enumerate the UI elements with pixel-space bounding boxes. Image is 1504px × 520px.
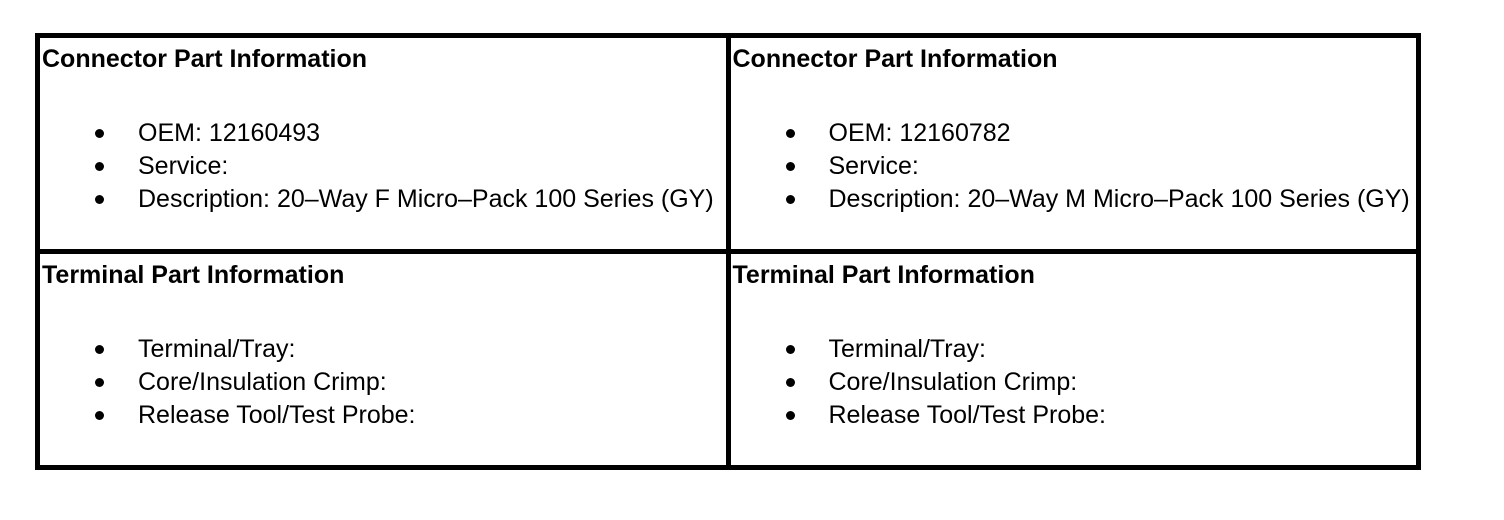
bullet-icon (95, 195, 104, 204)
cell-terminal-part-info-right: Terminal Part Information Terminal/Tray:… (725, 249, 1421, 470)
list-item-text: Core/Insulation Crimp: (828, 368, 1078, 396)
list-item-terminal-tray: Terminal/Tray: (42, 333, 723, 366)
bullet-icon (785, 345, 795, 354)
bullet-list: OEM: 12160782 Service: Description: 20–W… (733, 117, 1414, 216)
list-item-text: Service: (828, 152, 919, 180)
list-item-description: Description: 20–Way F Micro–Pack 100 Ser… (42, 183, 723, 216)
bullet-icon (95, 129, 104, 138)
bullet-icon (785, 378, 795, 387)
bullet-icon (785, 129, 795, 138)
table-row-connector: Connector Part Information OEM: 12160493… (35, 33, 1421, 254)
list-item-core-insulation-crimp: Core/Insulation Crimp: (42, 366, 723, 399)
cell-heading: Connector Part Information (732, 45, 1058, 73)
bullet-icon (785, 411, 795, 420)
bullet-list: Terminal/Tray: Core/Insulation Crimp: Re… (42, 333, 723, 432)
cell-heading: Connector Part Information (42, 45, 368, 73)
cell-heading: Terminal Part Information (732, 261, 1035, 289)
cell-terminal-part-info-left: Terminal Part Information Terminal/Tray:… (35, 249, 731, 470)
list-item-oem: OEM: 12160782 (733, 117, 1414, 150)
table-row-terminal: Terminal Part Information Terminal/Tray:… (35, 249, 1421, 470)
list-item-release-tool-test-probe: Release Tool/Test Probe: (733, 399, 1414, 432)
list-item-oem: OEM: 12160493 (42, 117, 723, 150)
bullet-icon (785, 195, 795, 204)
bullet-icon (95, 378, 104, 387)
list-item-service: Service: (42, 150, 723, 183)
bullet-icon (95, 162, 104, 171)
list-item-text: Core/Insulation Crimp: (138, 368, 387, 396)
list-item-text: Description: 20–Way M Micro–Pack 100 Ser… (828, 185, 1410, 213)
list-item-text: OEM: 12160782 (828, 119, 1011, 147)
cell-connector-part-info-left: Connector Part Information OEM: 12160493… (35, 33, 731, 254)
list-item-text: OEM: 12160493 (138, 119, 321, 147)
list-item-text: Release Tool/Test Probe: (138, 401, 416, 429)
cell-heading: Terminal Part Information (42, 261, 345, 289)
list-item-text: Description: 20–Way F Micro–Pack 100 Ser… (138, 185, 714, 213)
bullet-icon (95, 345, 104, 354)
list-item-terminal-tray: Terminal/Tray: (733, 333, 1414, 366)
connector-terminal-parts-table: Connector Part Information OEM: 12160493… (35, 33, 1421, 470)
bullet-list: OEM: 12160493 Service: Description: 20–W… (42, 117, 723, 216)
bullet-icon (95, 411, 104, 420)
list-item-core-insulation-crimp: Core/Insulation Crimp: (733, 366, 1414, 399)
bullet-icon (785, 162, 795, 171)
bullet-list: Terminal/Tray: Core/Insulation Crimp: Re… (733, 333, 1414, 432)
list-item-text: Terminal/Tray: (138, 335, 296, 363)
list-item-description: Description: 20–Way M Micro–Pack 100 Ser… (733, 183, 1414, 216)
cell-connector-part-info-right: Connector Part Information OEM: 12160782… (725, 33, 1421, 254)
list-item-service: Service: (733, 150, 1414, 183)
list-item-text: Release Tool/Test Probe: (828, 401, 1106, 429)
list-item-text: Terminal/Tray: (828, 335, 986, 363)
list-item-release-tool-test-probe: Release Tool/Test Probe: (42, 399, 723, 432)
list-item-text: Service: (138, 152, 229, 180)
